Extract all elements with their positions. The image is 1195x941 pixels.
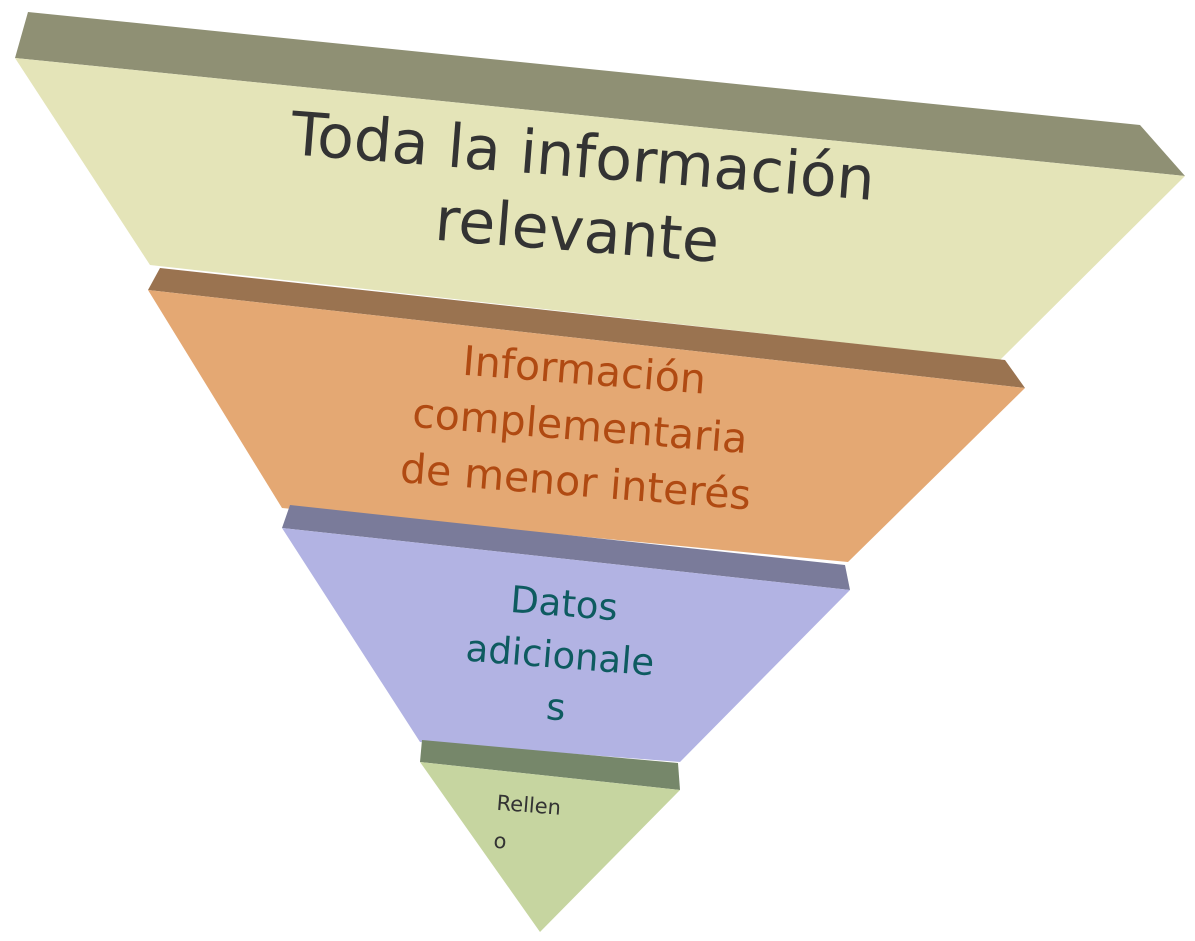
pyramid-layer-0-face bbox=[15, 58, 1185, 360]
pyramid-layer-3-top-edge bbox=[420, 740, 680, 790]
pyramid-layer-0-top-edge bbox=[15, 12, 1185, 176]
pyramid-layer-3-label: Rellen o bbox=[492, 790, 562, 854]
pyramid-layer-2-label: Datos adicionale s bbox=[464, 578, 656, 730]
pyramid-layer-2 bbox=[282, 505, 850, 762]
pyramid-layer-1-top-edge bbox=[148, 268, 1025, 388]
pyramid-layer-1-label: Información complementaria de menor inte… bbox=[398, 336, 753, 520]
pyramid-layer-3-face bbox=[420, 762, 680, 932]
pyramid-layer-2-face bbox=[282, 528, 850, 762]
pyramid-layer-2-top-edge bbox=[282, 505, 850, 590]
pyramid-layer-1-face bbox=[148, 290, 1025, 562]
pyramid-layer-0 bbox=[15, 12, 1185, 360]
pyramid-layer-3 bbox=[420, 740, 680, 932]
pyramid-layer-1 bbox=[148, 268, 1025, 562]
